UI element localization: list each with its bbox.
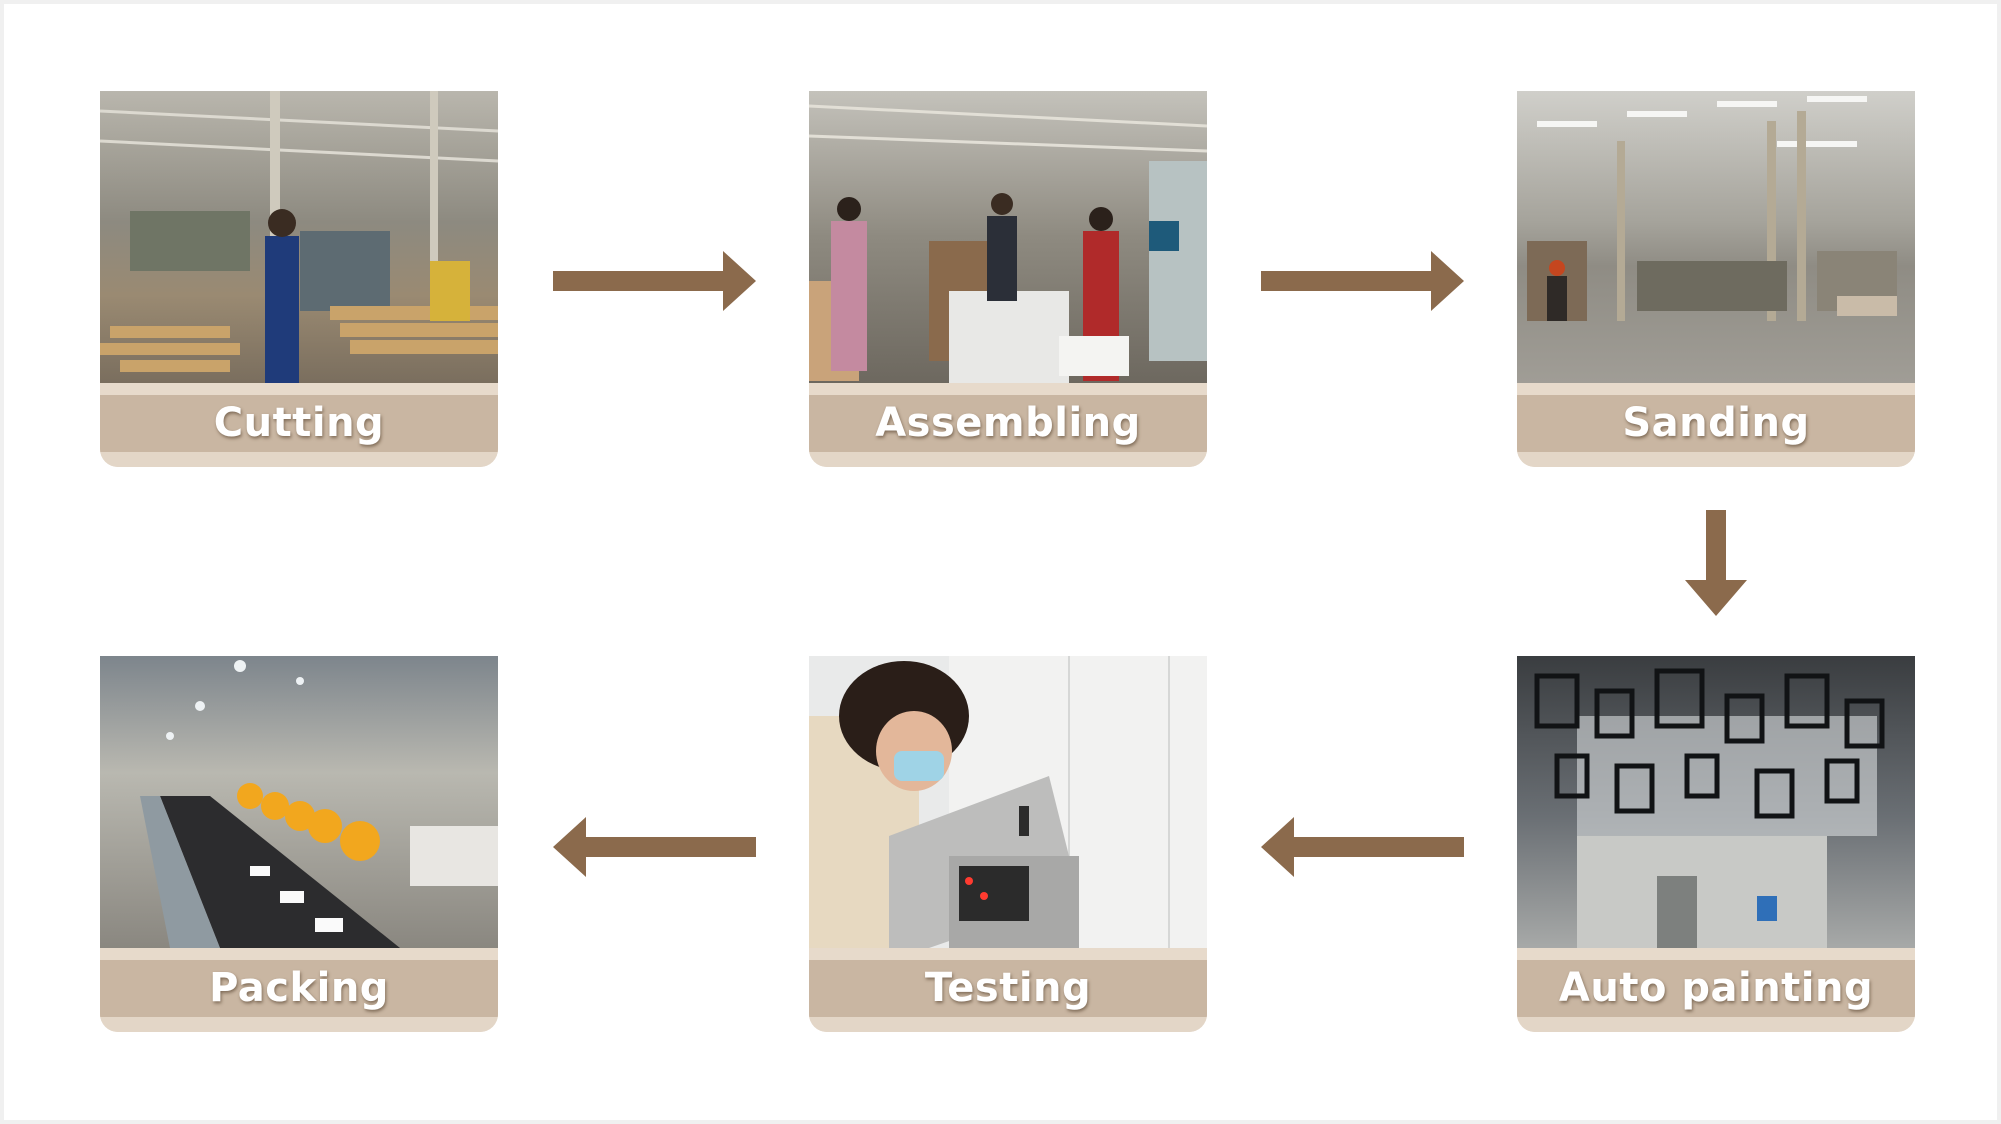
arrow-left-icon xyxy=(1261,815,1464,879)
step-label-packing: Packing xyxy=(209,965,389,1011)
arrow-down-icon xyxy=(1685,510,1747,616)
arrow-right-icon xyxy=(553,249,756,313)
assembling-photo xyxy=(809,91,1207,383)
arrow-right-icon xyxy=(1261,249,1464,313)
step-label-testing: Testing xyxy=(924,965,1092,1011)
step-label-assembling: Assembling xyxy=(875,400,1141,446)
step-card-sanding: Sanding xyxy=(1517,91,1915,467)
process-flow-diagram: Cutting xyxy=(4,4,1997,1120)
step-card-testing: Testing xyxy=(809,656,1207,1032)
step-label-band: Sanding xyxy=(1517,383,1915,467)
step-label-auto-painting: Auto painting xyxy=(1558,965,1874,1011)
testing-photo xyxy=(809,656,1207,948)
step-card-packing: Packing xyxy=(100,656,498,1032)
arrow-left-icon xyxy=(553,815,756,879)
cutting-photo xyxy=(100,91,498,383)
step-label-cutting: Cutting xyxy=(213,400,385,446)
step-label-band: Testing xyxy=(809,948,1207,1032)
step-label-band: Packing xyxy=(100,948,498,1032)
step-card-assembling: Assembling xyxy=(809,91,1207,467)
step-card-cutting: Cutting xyxy=(100,91,498,467)
step-label-band: Cutting xyxy=(100,383,498,467)
step-card-auto-painting: Auto painting xyxy=(1517,656,1915,1032)
step-label-band: Auto painting xyxy=(1517,948,1915,1032)
step-label-band: Assembling xyxy=(809,383,1207,467)
sanding-photo xyxy=(1517,91,1915,383)
step-label-sanding: Sanding xyxy=(1622,400,1810,446)
packing-photo xyxy=(100,656,498,948)
auto-painting-photo xyxy=(1517,656,1915,948)
